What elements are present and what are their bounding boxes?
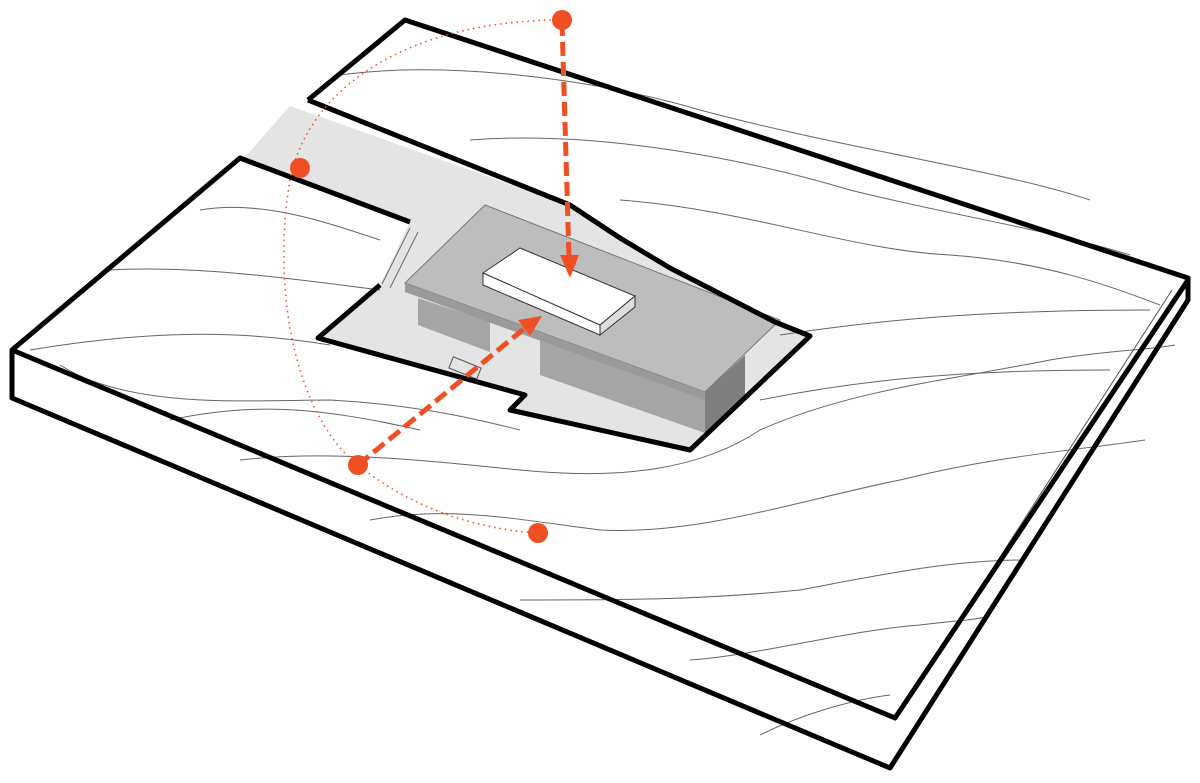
path-strip [245, 106, 470, 222]
arrow-head-icon [560, 255, 579, 278]
arrow-head-icon [518, 316, 542, 336]
terrain [29, 69, 1176, 736]
lower-wall-left [418, 298, 490, 352]
sun-position-marker [552, 10, 572, 30]
building [404, 204, 781, 433]
skylight-end [599, 294, 636, 337]
lower-wall-side [705, 355, 745, 433]
sun-path [283, 10, 579, 543]
lower-wall-front [540, 330, 705, 433]
sun-position-marker [528, 523, 548, 543]
stairs [381, 227, 419, 289]
sun-arc [283, 19, 563, 534]
window-well [448, 356, 482, 380]
sun-position-marker [348, 455, 368, 475]
sun-position-marker [290, 158, 310, 178]
roof-edge [405, 283, 705, 400]
light-ray-arrow [356, 326, 527, 467]
contour-lines [29, 69, 1176, 736]
site-outline [9, 17, 1191, 771]
